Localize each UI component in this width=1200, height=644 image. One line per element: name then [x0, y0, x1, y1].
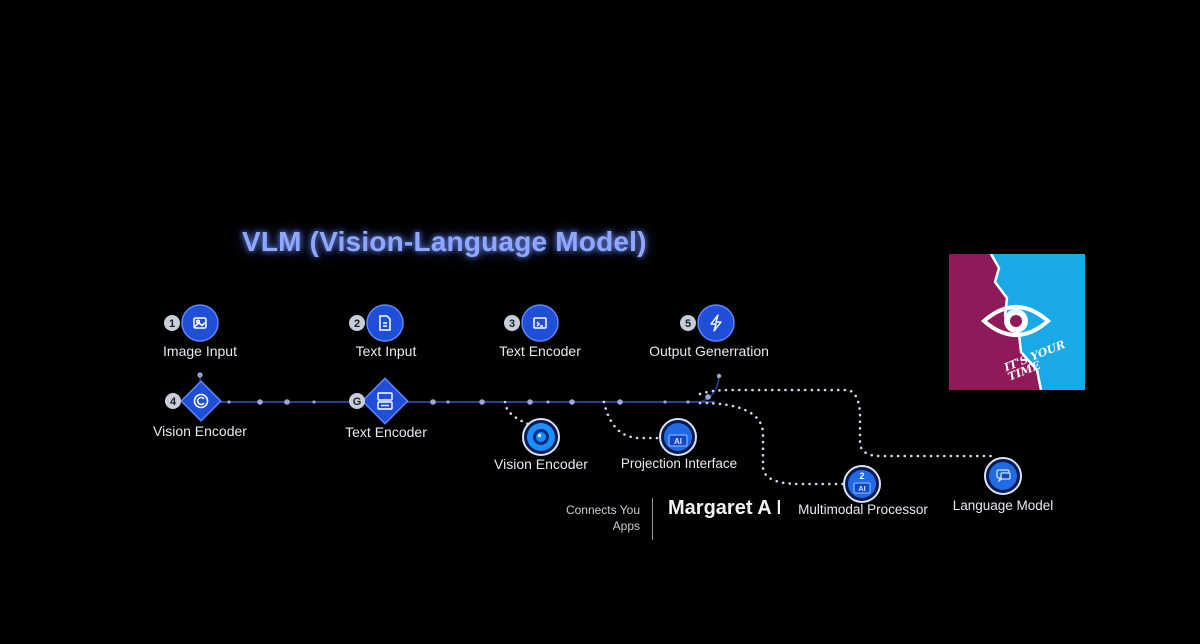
- text-encoder-diamond[interactable]: G: [349, 377, 409, 425]
- diagram-title: VLM (Vision-Language Model): [242, 226, 647, 257]
- svg-text:3: 3: [509, 318, 515, 330]
- step-number-badge: 1: [164, 315, 180, 331]
- path-to-projection-interface: [602, 400, 662, 440]
- svg-text:5: 5: [685, 318, 691, 330]
- poster-art: [949, 254, 1085, 390]
- c-logo-icon: [193, 393, 209, 409]
- processor-badge: 2: [859, 471, 864, 481]
- svg-text:G: G: [353, 396, 362, 408]
- poster-image: IT'S YOUR TIME: [949, 254, 1085, 390]
- label-output-generation: Output Generration: [649, 343, 769, 359]
- step-image-input[interactable]: 1: [164, 304, 219, 342]
- label-text-encoder-step: Text Encoder: [499, 343, 581, 359]
- label-text-encoder-main: Text Encoder: [345, 424, 427, 440]
- lightning-icon: [710, 314, 722, 332]
- document-icon: [379, 315, 391, 331]
- ai-icon: AI: [668, 434, 688, 447]
- step-number-badge: 5: [680, 315, 696, 331]
- label-projection-interface: Projection Interface: [620, 456, 738, 471]
- image-icon: [193, 317, 207, 329]
- stack-icon: [377, 392, 393, 410]
- chat-icon: [996, 469, 1011, 483]
- svg-text:2: 2: [354, 318, 360, 330]
- flow-dots: [197, 372, 722, 405]
- svg-text:4: 4: [170, 396, 177, 408]
- eye-icon: [980, 305, 1052, 337]
- step-output-generation[interactable]: 5: [680, 304, 735, 342]
- label-multimodal-processor: Multimodal Processor: [798, 502, 928, 517]
- branch-node-vision-encoder[interactable]: [522, 418, 560, 456]
- branch-node-projection-interface[interactable]: AI: [659, 418, 697, 456]
- svg-text:1: 1: [169, 318, 175, 330]
- connector-output: [699, 375, 720, 403]
- label-image-input: Image Input: [163, 343, 237, 359]
- label-vision-encoder-main: Vision Encoder: [153, 423, 247, 439]
- label-text-input: Text Input: [355, 343, 417, 359]
- branch-node-multimodal-processor[interactable]: AI 2: [843, 465, 881, 503]
- step-text-encoder[interactable]: 3: [504, 304, 559, 342]
- terminal-icon: [533, 317, 547, 329]
- path-to-language-model: [698, 388, 999, 458]
- step-text-input[interactable]: 2: [349, 304, 404, 342]
- label-language-model: Language Model: [952, 498, 1054, 513]
- step-number-badge: 2: [349, 315, 365, 331]
- brand-name: Margaret A Davis: [668, 497, 780, 519]
- brand-tagline: Connects You Apps: [565, 503, 640, 533]
- ai-icon: AI: [853, 482, 871, 494]
- vision-encoder-diamond[interactable]: 4: [165, 380, 222, 422]
- encoder-badge: G: [349, 393, 365, 409]
- svg-text:AI: AI: [858, 484, 866, 493]
- label-vision-encoder-branch: Vision Encoder: [494, 456, 588, 472]
- encoder-badge: 4: [165, 393, 181, 409]
- eye-icon: [533, 429, 549, 445]
- brand-divider: [652, 498, 653, 540]
- branch-node-language-model[interactable]: [984, 457, 1022, 495]
- step-number-badge: 3: [504, 315, 520, 331]
- path-to-multimodal-processor: [698, 401, 847, 486]
- svg-text:AI: AI: [674, 437, 682, 446]
